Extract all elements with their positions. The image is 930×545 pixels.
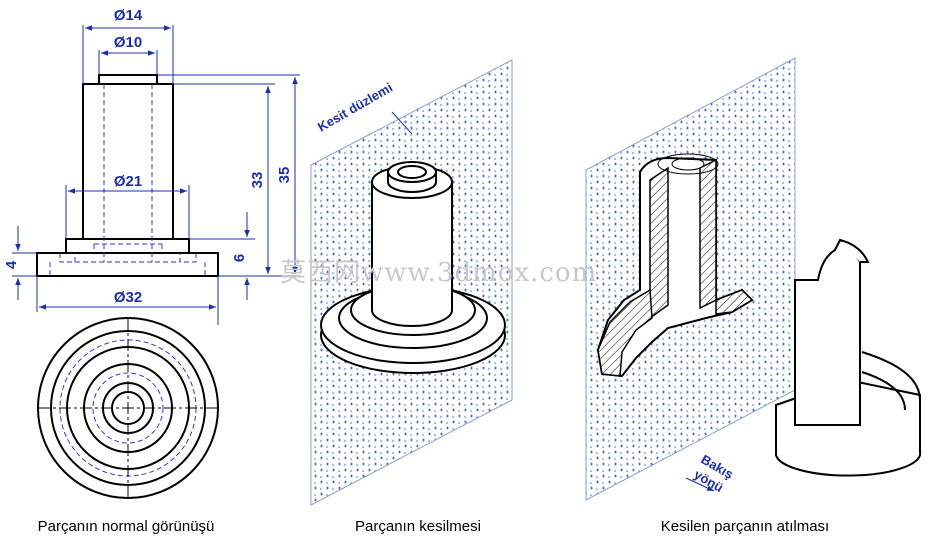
dim-d21: Ø21	[114, 173, 142, 190]
cutting-plane-label: Kesit düzlemi	[315, 80, 395, 135]
dimension-lines	[12, 25, 300, 325]
caption-removal: Kesilen parçanın atılması	[661, 518, 829, 535]
top-boss	[98, 74, 158, 85]
dim-d10: Ø10	[114, 34, 142, 51]
main-shaft	[82, 83, 174, 240]
dim-h33: 33	[249, 172, 266, 189]
base-flange	[36, 252, 219, 277]
caption-cutting: Parçanın kesilmesi	[355, 518, 481, 535]
collar	[65, 238, 190, 254]
cutting-view	[310, 59, 513, 506]
caption-normal-view: Parçanın normal görünüşü	[38, 518, 215, 535]
removal-view	[585, 57, 922, 501]
dim-h4: 4	[3, 260, 20, 269]
dim-d32: Ø32	[114, 289, 142, 306]
dim-h6: 6	[231, 254, 248, 262]
dim-d14: Ø14	[114, 7, 143, 24]
watermark-text: 莫西网www.3dmox.com	[280, 258, 597, 288]
dim-h35: 35	[276, 167, 293, 184]
top-view	[37, 317, 219, 499]
front-view	[36, 74, 219, 277]
